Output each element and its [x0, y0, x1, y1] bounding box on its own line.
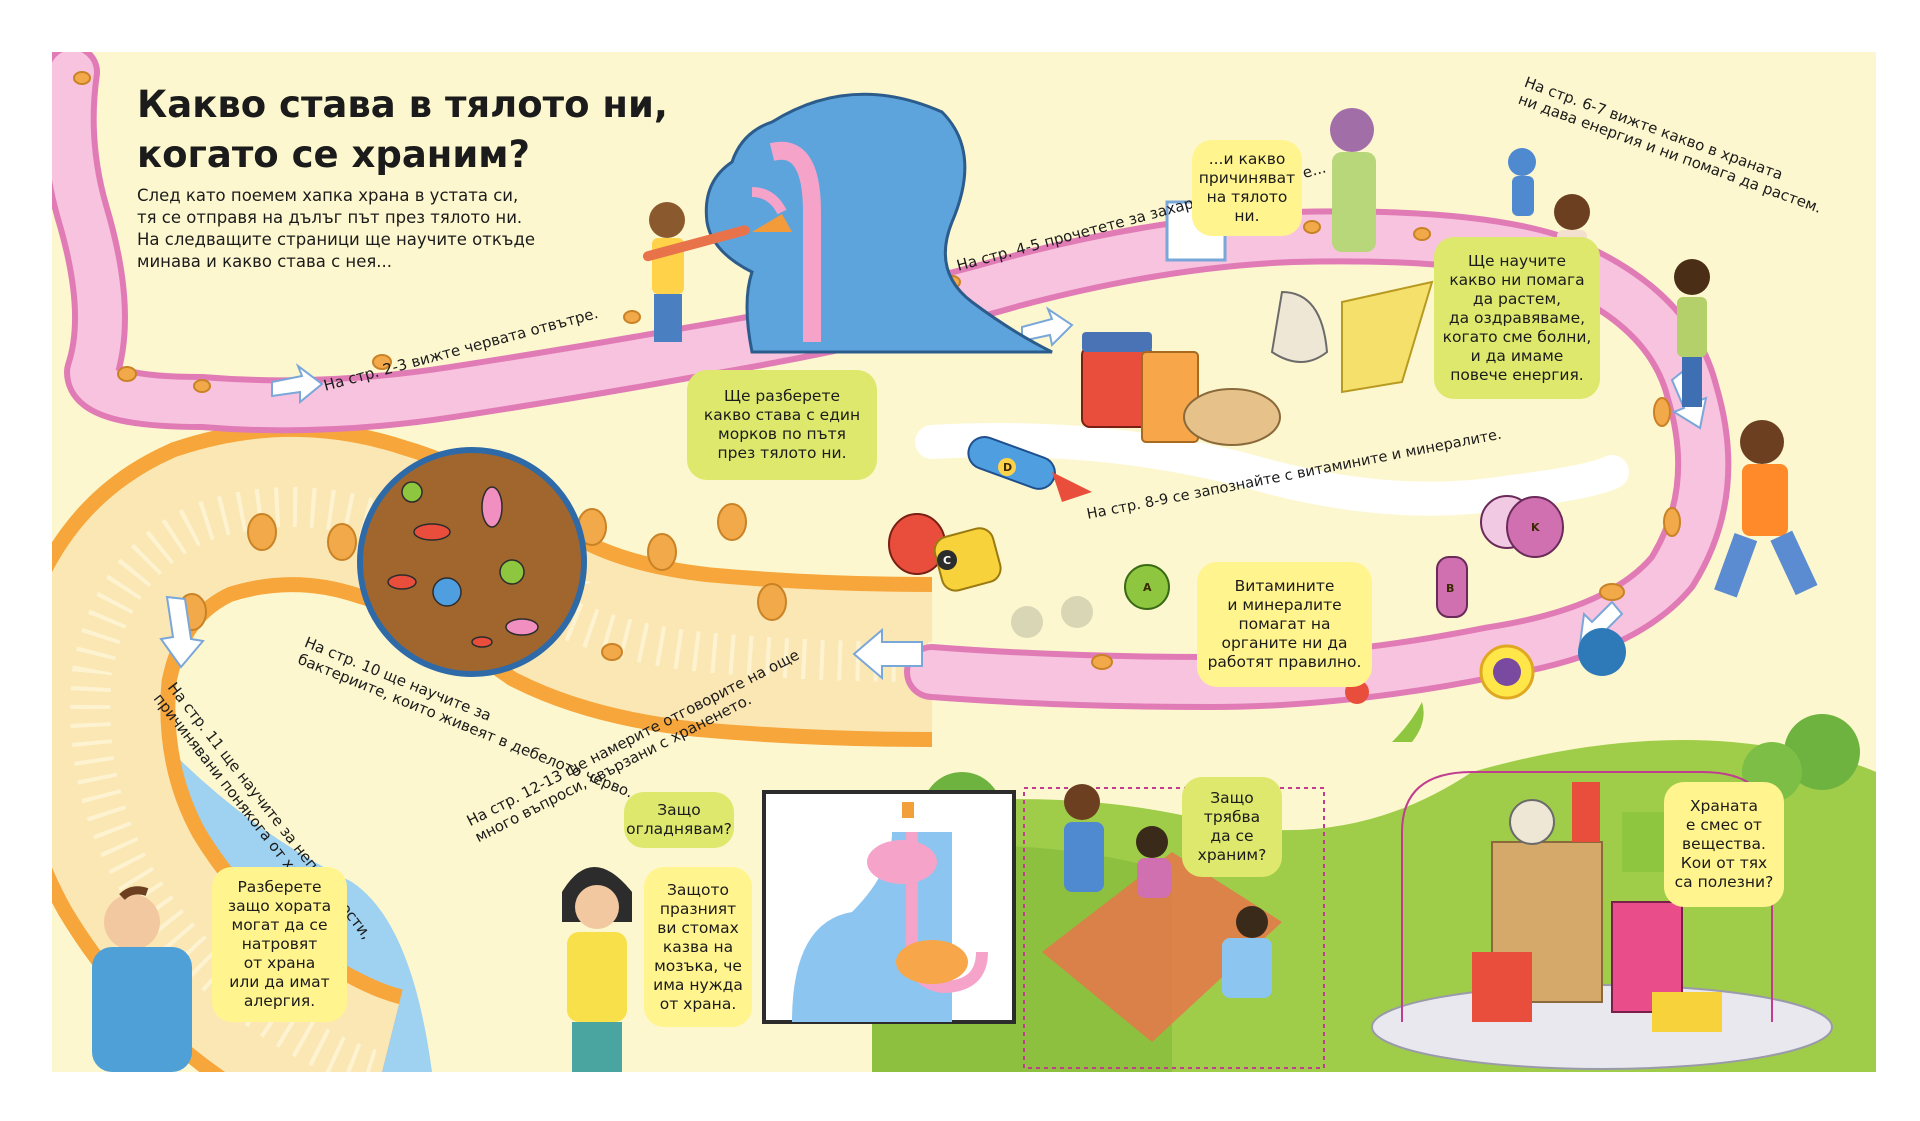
vitamin-tag: B [1446, 582, 1454, 595]
bubble-line: и да имаме [1470, 346, 1564, 365]
germ-icon [1011, 596, 1626, 742]
food-particles [73, 71, 1681, 670]
bubble-line: причиняват [1198, 169, 1296, 187]
bubble-line: от храна. [659, 994, 737, 1013]
woman-figure [1330, 108, 1376, 252]
running-boy [1714, 420, 1818, 598]
boy-with-carrot [642, 202, 792, 342]
bubble-grow: Ще научите какво ни помага да растем, да… [1434, 237, 1600, 399]
vitamin-tag: K [1531, 521, 1540, 534]
intro-line: минава и какво става с нея... [137, 252, 393, 271]
vitamin-tag: A [1143, 581, 1152, 594]
bubble-line: Защото [666, 880, 730, 899]
bubble-line: и минералите [1227, 596, 1342, 614]
bubble-line: трябва [1203, 808, 1261, 826]
bubble-line: Ще научите [1467, 251, 1567, 270]
vitamin-route-band [915, 423, 1629, 516]
flow-arrow-icon [159, 306, 1708, 681]
bubble-line: алергия. [243, 992, 316, 1010]
bubble-line: морков по пътя [718, 425, 846, 443]
bubble-line: да се [1210, 827, 1254, 845]
bubble-line: са полезни? [1674, 873, 1774, 891]
bubble-line: вещества. [1682, 835, 1766, 853]
bubble-hungry-answer: Защото празният ви стомах казва на мозък… [644, 867, 752, 1027]
bubble-line: повече енергия. [1450, 365, 1584, 384]
bubble-line: да растем, [1472, 289, 1562, 308]
bubble-line: огладнявам? [626, 820, 732, 838]
bubble-line: ...и какво [1208, 150, 1286, 168]
intro-line: На следващите страници ще научите откъде [137, 230, 535, 249]
bubble-line: мозъка, че [654, 956, 742, 975]
title-line: Какво става в тялото ни, [137, 83, 668, 126]
page-title: Какво става в тялото ни, когато се храни… [137, 80, 668, 180]
bubble-line: какво ни помага [1449, 270, 1585, 289]
bubble-line: на тялото [1206, 188, 1288, 206]
picnic-scene [1023, 784, 1325, 1069]
book-spread: D C A B K [52, 52, 1876, 1072]
bubble-line: помагат на [1238, 615, 1331, 633]
bubble-why-eat: Защо трябва да се храним? [1182, 777, 1282, 877]
bubble-line: натровят [241, 935, 318, 953]
bubble-line: през тялото ни. [717, 444, 847, 462]
human-head-illustration [704, 92, 1053, 354]
bubble-harm: ...и какво причиняват на тялото ни. [1192, 140, 1302, 236]
bubble-line: е смес от [1685, 816, 1763, 834]
sick-boy [92, 886, 192, 1072]
digestion-diagram [762, 790, 1016, 1024]
bubble-line: когато сме болни, [1442, 327, 1592, 346]
bubble-vitamins: Витамините и минералите помагат на орган… [1197, 562, 1372, 687]
vitamin-characters: C A B K [888, 495, 1564, 618]
bubble-line: да оздравяваме, [1448, 308, 1586, 327]
vitamin-tag: C [943, 554, 951, 567]
bubble-line: или да имат [229, 973, 330, 991]
bubble-line: от храна [243, 954, 316, 972]
illustration-layer: D C A B K [52, 52, 1876, 1072]
bubble-line: органите ни да [1221, 634, 1348, 652]
vitamin-tag: D [1003, 461, 1012, 474]
bubble-line: храним? [1197, 846, 1267, 864]
bubble-line: Защо [657, 801, 701, 819]
bubble-line: празният [659, 899, 737, 918]
bubble-line: Кои от тях [1680, 854, 1768, 872]
bubble-line: Храната [1689, 797, 1759, 815]
bubble-hungry-question: Защо огладнявам? [624, 792, 734, 848]
groceries-dome [1371, 771, 1833, 1070]
bubble-line: могат да се [231, 916, 328, 934]
bubble-carrot: Ще разберете какво става с един морков п… [687, 370, 877, 480]
bubble-line: казва на [662, 937, 734, 956]
bubble-line: какво става с един [703, 406, 861, 424]
bubble-line: Разберете [237, 878, 322, 896]
bubble-allergy: Разберете защо хората могат да се натров… [212, 867, 347, 1022]
hungry-girl [562, 867, 632, 1072]
bubble-line: Витамините [1234, 577, 1335, 595]
food-group-illustration [1081, 200, 1434, 446]
title-line: когато се храним? [137, 133, 530, 176]
rocket-vitamin-d: D [967, 436, 1092, 502]
bubble-line: Защо [1210, 789, 1254, 807]
intro-line: тя се отправя на дълъг път през тялото н… [137, 208, 523, 227]
bubble-substances: Храната е смес от вещества. Кои от тях с… [1664, 782, 1784, 907]
bubble-line: Ще разберете [723, 387, 841, 405]
bubble-line: ни. [1234, 207, 1260, 225]
bubble-line: защо хората [227, 897, 332, 915]
intro-line: След като поемем хапка храна в устата си… [137, 186, 519, 205]
bubble-line: ви стомах [657, 918, 739, 937]
bubble-line: има нужда [653, 975, 743, 994]
bubble-line: работят правилно. [1207, 653, 1362, 671]
bacteria-magnifier [357, 447, 592, 677]
intro-paragraph: След като поемем хапка храна в устата си… [137, 185, 637, 273]
